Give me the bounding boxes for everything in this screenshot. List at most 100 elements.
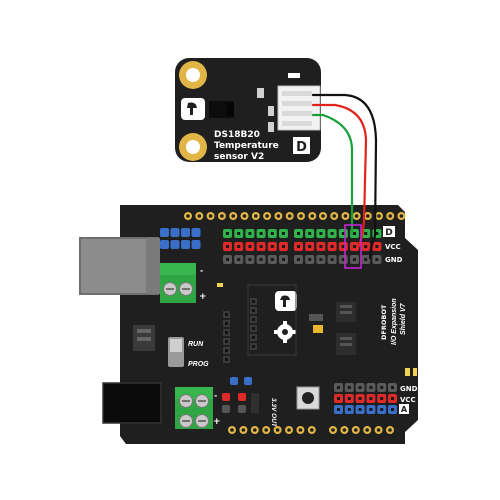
header-pin-hole [375,232,379,235]
header-pin-hole [364,258,368,261]
header-pin-hole [237,258,241,261]
gold-pad-hole [310,428,314,432]
header-pin-hole [226,258,229,261]
top-header-vcc-row [223,242,382,251]
bottom-header-gnd-row [334,383,397,392]
gold-pad-hole [186,214,190,218]
header-pin-hole [297,232,300,235]
gold-pad-hole [231,214,235,218]
gold-pad-hole [254,214,258,218]
header-pin-hole [330,258,334,261]
header-pin-hole [391,386,394,389]
gnd-label: GND [385,256,403,264]
icsp-blue-header [160,228,201,249]
header-pin-hole [270,232,274,235]
gold-pad-hole [366,214,370,218]
header-pin-hole [380,397,384,400]
gold-pad-hole [365,428,370,432]
bottom-header-a-row [334,405,397,414]
dc-power-jack [103,383,161,423]
header-pin-hole [369,386,373,389]
sensor-type-line: Temperature [214,141,279,151]
gold-pad-hole [220,214,224,218]
header-pin-hole [369,397,373,400]
header-pin-hole [308,245,312,248]
sensor-pcb [175,58,321,162]
header-pin-hole [225,358,228,361]
wire-black [311,93,378,260]
vertical-header-mid [250,298,257,350]
header-pin-hole [369,408,373,411]
header-pin-hole [259,258,263,261]
header-pin-hole [270,245,274,248]
header-pin-hole [347,386,351,389]
header-pin-hole [225,349,228,352]
d-label: D [385,228,392,238]
gold-pad-hole [342,428,347,432]
header-pin-hole [391,397,394,400]
screw-terminal-upper[interactable] [160,263,196,303]
header-pin-hole [375,258,379,261]
header-pin-hole [337,397,340,400]
icsp-pin [191,228,201,237]
header-pin-hole [225,340,228,343]
wire-green [311,113,354,236]
header-pin-hole [337,408,340,411]
icsp-pin [160,240,169,249]
header-pin-hole [225,313,228,316]
gold-pad-hole [208,214,213,218]
io-expansion-shield: - + - + RUN PROG [79,205,418,444]
header-pin-hole [297,258,300,261]
header-pin-hole [252,318,255,321]
header-pin-hole [225,331,228,334]
header-pin-hole [358,386,362,389]
jumper-block [222,377,259,413]
header-pin-hole [347,408,351,411]
header-pin-hole [341,258,345,261]
screw-terminal-lower[interactable] [175,387,213,429]
svg-text:+: + [199,292,207,302]
header-pin-hole [364,232,368,235]
sensor-name: DS18B20 [214,130,260,140]
gold-pad-hole [388,428,392,432]
gold-pad-hole [265,214,269,218]
svg-text:-: - [214,391,217,400]
icsp-pin [181,240,190,249]
header-pin-hole [337,386,340,389]
gold-pad-hole [399,214,404,218]
header-pin-hole [319,258,323,261]
header-pin-hole [282,258,285,261]
bottom-pad-row [228,426,394,434]
header-pin-hole [248,258,252,261]
bottom-gnd-label: GND [400,385,418,393]
gold-pad-hole [299,214,303,218]
gold-pad-hole [276,214,281,218]
gold-pad-hole [264,428,269,432]
right-lower-connector [336,333,356,355]
gear-icon [274,321,296,343]
gold-pad-hole [377,214,381,218]
gold-pad-hole [331,428,335,432]
header-pin-hole [380,386,384,389]
header-pin-hole [282,232,285,235]
run-prog-switch[interactable] [168,337,184,367]
mounting-hole-bottom-left [179,133,207,161]
header-pin-hole [330,245,334,248]
header-pin-hole [375,245,379,248]
dfrobot-logo-icon [275,291,297,311]
gold-pad-hole [321,214,325,218]
sensor-connector [277,85,321,131]
header-pin-hole [237,232,241,235]
header-pin-hole [353,258,356,261]
header-pin-hole [252,327,255,330]
header-pin-hole [358,408,362,411]
header-pin-hole [358,397,362,400]
header-pin-hole [319,232,323,235]
icsp-pin [170,228,180,237]
header-pin-hole [252,345,255,348]
header-pin-hole [226,232,229,235]
right-upper-connector [336,302,356,322]
header-pin-hole [297,245,300,248]
reset-button[interactable] [296,386,320,410]
